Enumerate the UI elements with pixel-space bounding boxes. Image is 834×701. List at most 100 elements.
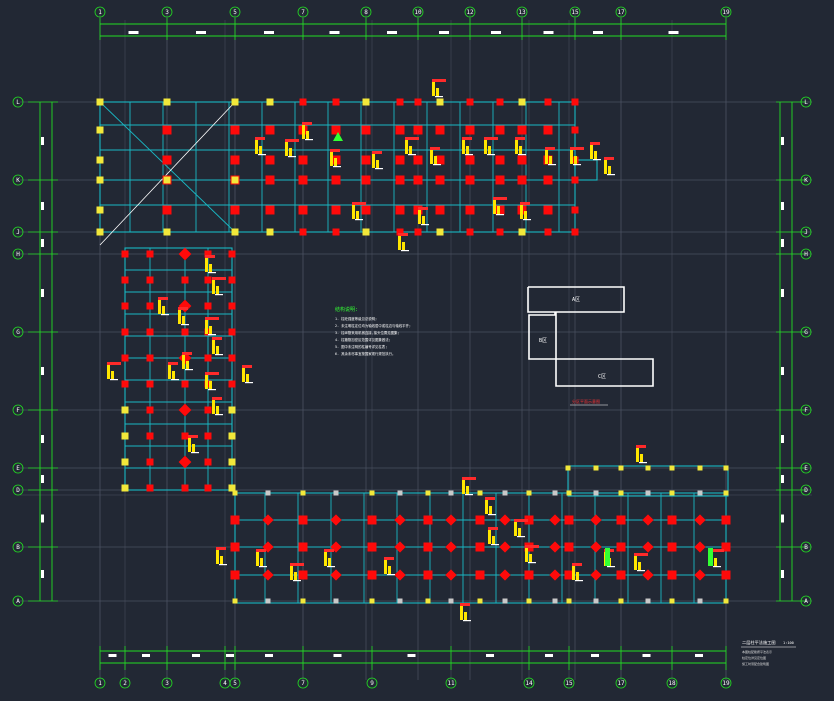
- column: [543, 205, 553, 215]
- axis-bubble-top: [412, 6, 424, 18]
- column-tag: [178, 307, 189, 326]
- column: [162, 125, 172, 135]
- column: [162, 155, 172, 165]
- dimension-text: [439, 31, 449, 34]
- column: [395, 175, 405, 185]
- column: [475, 515, 485, 525]
- green-marker: [708, 548, 713, 566]
- axis-bubble-right-label: K: [804, 177, 808, 184]
- axis-bubble-right-label: L: [804, 99, 808, 106]
- column-tag: [515, 137, 526, 156]
- axis-bubble-right: [800, 174, 812, 186]
- column-diamond: [694, 514, 706, 526]
- column: [332, 228, 340, 236]
- column-tag: [460, 603, 471, 622]
- columns: [96, 98, 731, 604]
- column: [518, 228, 526, 236]
- column: [448, 598, 454, 604]
- column-tag: [212, 337, 223, 356]
- axis-bubble-bottom-label: 14: [525, 680, 533, 687]
- column-tag: [514, 519, 528, 538]
- axis-bubble-left: [12, 96, 24, 108]
- axis-bubble-left: [12, 484, 24, 496]
- axis-bubble-top: [516, 6, 528, 18]
- axis-bubble-right: [800, 541, 812, 553]
- column: [228, 432, 236, 440]
- column: [723, 490, 729, 496]
- column: [265, 155, 275, 165]
- note-line-1: 1. 柱砼强度等级见总说明;: [335, 316, 377, 321]
- column: [298, 570, 308, 580]
- axis-bubble-right: [800, 96, 812, 108]
- dimension-text: [265, 654, 273, 657]
- axis-bubble-right: [800, 484, 812, 496]
- column: [466, 228, 474, 236]
- column-diamond: [262, 514, 274, 526]
- axis-bubble-top: [229, 6, 241, 18]
- column: [697, 490, 703, 496]
- column: [146, 432, 154, 440]
- axis-bubble-right: [800, 248, 812, 260]
- axis-bubble-right: [800, 226, 812, 238]
- column: [571, 98, 579, 106]
- column: [645, 490, 651, 496]
- column-tag: [290, 563, 304, 582]
- dimension-text: [226, 654, 234, 657]
- column-tag: [604, 157, 615, 176]
- column: [395, 205, 405, 215]
- column: [564, 515, 574, 525]
- column: [121, 484, 129, 492]
- note-line-2: 2. 未注明柱定位均为轴线居中或柱边与轴线平齐;: [335, 323, 411, 328]
- dimension-text: [41, 202, 44, 210]
- axis-bubble-right: [800, 595, 812, 607]
- green-marker: [605, 548, 610, 566]
- column: [228, 484, 236, 492]
- axis-bubble-top: [720, 6, 732, 18]
- column-corner: [231, 228, 239, 236]
- column: [495, 155, 505, 165]
- left-wing-outline: [124, 247, 233, 491]
- axis-bubble-right: [800, 404, 812, 416]
- axis-bubble-bottom: [229, 677, 241, 689]
- column-tag: [168, 362, 179, 381]
- column: [435, 175, 445, 185]
- column: [121, 406, 129, 414]
- column-tag: [107, 362, 121, 381]
- column: [524, 570, 534, 580]
- dimension-text: [695, 654, 703, 657]
- column: [300, 598, 306, 604]
- column: [96, 126, 104, 134]
- column: [414, 228, 422, 236]
- column: [448, 490, 454, 496]
- column-tag: [636, 445, 647, 464]
- dimension-text: [781, 289, 784, 297]
- column: [413, 175, 423, 185]
- column: [204, 406, 212, 414]
- dimension-text: [781, 202, 784, 210]
- axis-bubble-bottom: [297, 677, 309, 689]
- column: [616, 542, 626, 552]
- column-diamond: [445, 541, 457, 553]
- column: [121, 276, 129, 284]
- column-corner: [163, 98, 171, 106]
- column: [230, 205, 240, 215]
- column: [228, 328, 236, 336]
- title-note-2: 柱定位详见定位图: [742, 655, 766, 660]
- column: [425, 490, 431, 496]
- axis-bubble-top-label: 13: [518, 9, 526, 16]
- axis-bubble-bottom: [563, 677, 575, 689]
- dimension-text: [387, 31, 397, 34]
- axis-bubble-left-label: E: [16, 465, 20, 472]
- column: [265, 125, 275, 135]
- axis-bubble-top-label: 15: [571, 9, 579, 16]
- axis-bubble-left: [12, 462, 24, 474]
- axis-bubble-top: [161, 6, 173, 18]
- dimension-text: [781, 570, 784, 578]
- axis-bubble-left-label: F: [16, 407, 20, 414]
- axis-bubble-right-label: D: [804, 487, 808, 494]
- column-tag: [462, 477, 476, 496]
- column-diamond: [394, 514, 406, 526]
- column: [204, 432, 212, 440]
- axis-bubble-bottom-label: 17: [617, 680, 625, 687]
- axis-bubble-right-label: E: [804, 465, 808, 472]
